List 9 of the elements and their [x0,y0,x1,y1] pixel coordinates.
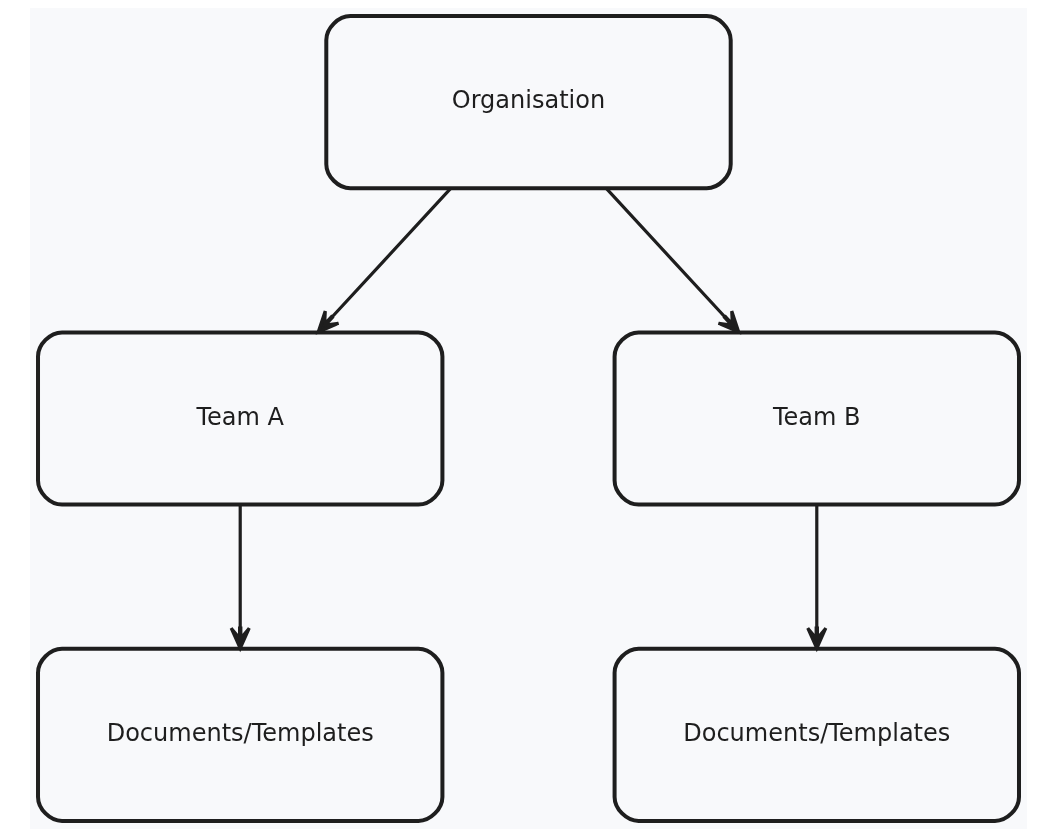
node-box: Organisation [323,14,733,191]
arrow [604,187,740,334]
arrow [316,187,452,334]
arrow [229,505,251,650]
node-box: Team B [612,330,1021,507]
node-box: Team A [35,330,444,507]
node-box: Documents/Templates [612,646,1021,823]
node-box: Documents/Templates [35,646,444,823]
arrow [805,505,827,650]
